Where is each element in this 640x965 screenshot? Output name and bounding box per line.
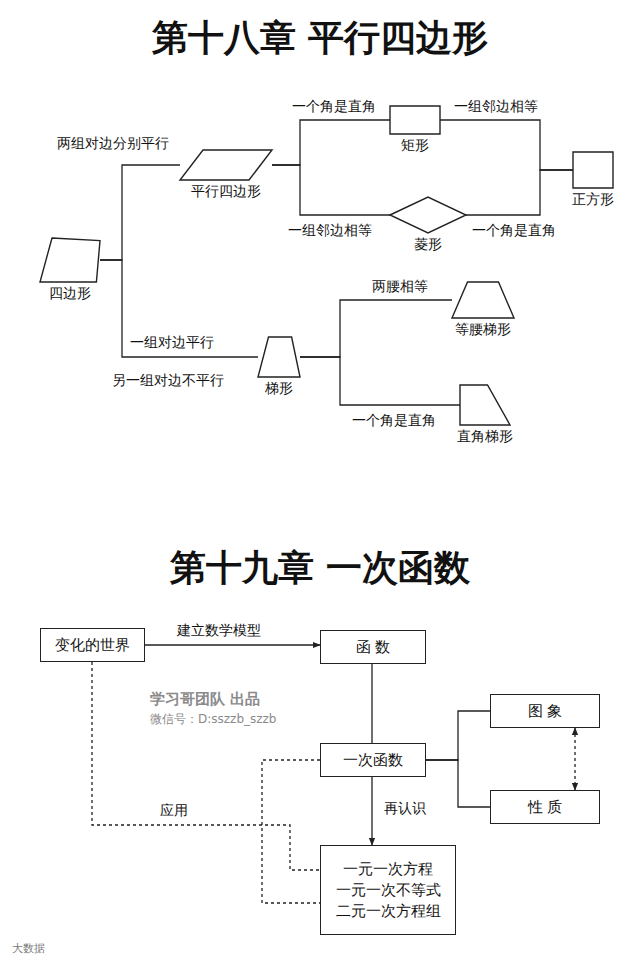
concept-box: 变化的世界 bbox=[40, 628, 145, 662]
edge-label: 两组对边分别平行 bbox=[55, 135, 171, 152]
edge-label: 一组对边平行 bbox=[128, 334, 216, 351]
edge-label: 一个角是直角 bbox=[350, 412, 438, 429]
edge-label: 一组邻边相等 bbox=[286, 222, 374, 239]
box-text: 函 数 bbox=[356, 637, 391, 658]
shape-name: 平行四边形 bbox=[190, 183, 262, 200]
concept-box: 函 数 bbox=[320, 630, 426, 664]
connector-line bbox=[272, 165, 390, 215]
edge-label: 应用 bbox=[158, 802, 190, 819]
chapter-title: 第十八章 平行四边形 bbox=[0, 16, 640, 60]
shape-outline bbox=[180, 150, 272, 180]
connector-line bbox=[100, 260, 258, 357]
connector-line bbox=[300, 300, 452, 357]
dashed-connector bbox=[92, 662, 320, 870]
dashed-connector bbox=[574, 728, 575, 790]
shape-outline bbox=[390, 197, 466, 233]
box-text: 性 质 bbox=[528, 797, 563, 818]
edge-label: 建立数学模型 bbox=[175, 622, 263, 639]
concept-box: 性 质 bbox=[490, 790, 600, 824]
shape-outline bbox=[460, 385, 510, 425]
connector-line bbox=[371, 664, 372, 743]
shape-outline bbox=[40, 238, 100, 282]
connector-line bbox=[272, 120, 390, 165]
concept-box: 图 象 bbox=[490, 694, 600, 728]
shape-name: 直角梯形 bbox=[456, 428, 514, 445]
isosceles-trapezoid-shape: 等腰梯形 bbox=[452, 282, 514, 318]
shape-name: 菱形 bbox=[413, 236, 443, 253]
connector-line bbox=[466, 170, 573, 215]
connector-line bbox=[426, 760, 490, 807]
shape-outline bbox=[573, 152, 613, 188]
parallelogram-shape: 平行四边形 bbox=[180, 150, 272, 180]
box-text: 一元一次不等式 bbox=[336, 880, 441, 901]
shape-outline bbox=[452, 282, 514, 318]
right-trapezoid-shape: 直角梯形 bbox=[460, 385, 510, 425]
watermark: 大数据 bbox=[12, 942, 45, 956]
box-text: 二元一次方程组 bbox=[336, 901, 441, 922]
quadrilateral-shape: 四边形 bbox=[40, 238, 100, 282]
concept-box: 一元一次方程一元一次不等式二元一次方程组 bbox=[320, 845, 456, 935]
shape-name: 等腰梯形 bbox=[454, 321, 512, 338]
chapter-title: 第十九章 一次函数 bbox=[0, 546, 640, 590]
connector-line bbox=[145, 644, 320, 645]
square-shape: 正方形 bbox=[573, 152, 613, 188]
shape-name: 矩形 bbox=[400, 137, 430, 154]
rectangle-shape: 矩形 bbox=[390, 106, 440, 134]
connector-line bbox=[100, 165, 180, 260]
box-text: 一元一次方程 bbox=[343, 859, 433, 880]
edge-label: 再认识 bbox=[382, 800, 428, 817]
connector-line bbox=[371, 777, 372, 845]
watermark: 微信号：D:sszzb_szzb bbox=[150, 712, 276, 727]
trapezoid-shape: 梯形 bbox=[258, 337, 300, 377]
connector-line bbox=[440, 120, 573, 170]
box-text: 图 象 bbox=[528, 701, 563, 722]
shape-name: 四边形 bbox=[48, 285, 92, 302]
edge-label: 一个角是直角 bbox=[470, 222, 558, 239]
shape-outline bbox=[258, 337, 300, 377]
edge-label: 一组邻边相等 bbox=[452, 98, 540, 115]
condition-label: 另一组对边不平行 bbox=[112, 372, 224, 389]
dashed-connector bbox=[262, 760, 320, 903]
connector-line bbox=[300, 357, 460, 405]
box-text: 变化的世界 bbox=[55, 635, 130, 656]
shape-name: 梯形 bbox=[264, 380, 294, 397]
box-text: 一次函数 bbox=[343, 750, 403, 771]
shape-outline bbox=[390, 106, 440, 134]
shape-name: 正方形 bbox=[571, 191, 615, 208]
edge-label: 两腰相等 bbox=[370, 278, 430, 295]
concept-box: 一次函数 bbox=[320, 743, 426, 777]
connector-line bbox=[426, 711, 490, 760]
edge-label: 一个角是直角 bbox=[290, 98, 378, 115]
watermark: 学习哥团队 出品 bbox=[150, 690, 260, 708]
rhombus-shape: 菱形 bbox=[390, 197, 466, 233]
